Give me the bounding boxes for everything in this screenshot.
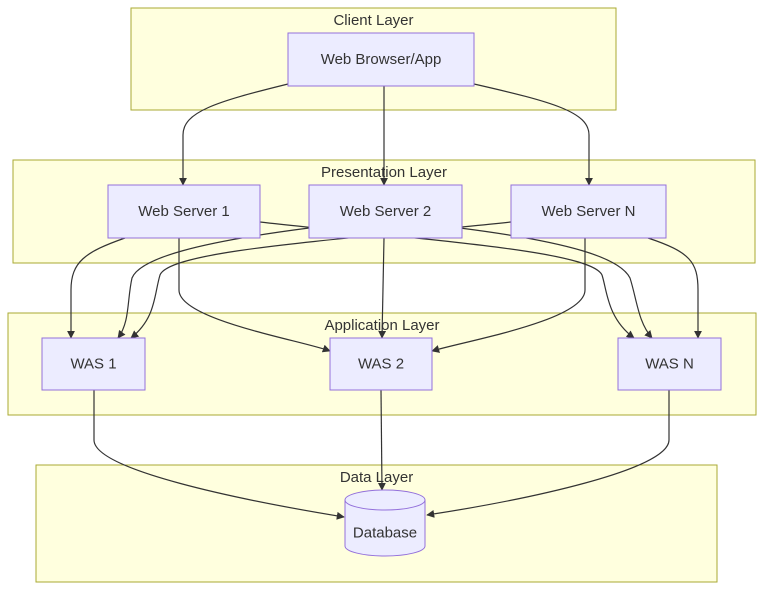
edge-wsn-wasn: [647, 237, 702, 339]
edges: [67, 83, 702, 520]
node-was-2-label: WAS 2: [358, 356, 404, 373]
edge-browser-wsn: [473, 83, 593, 186]
node-web-server-2-label: Web Server 2: [340, 203, 431, 220]
client-layer-label: Client Layer: [333, 12, 413, 29]
edge-was1-db: [93, 390, 345, 520]
edge-ws1-was2: [178, 238, 331, 353]
database-cylinder-icon: [344, 489, 426, 557]
node-web-browser-label: Web Browser/App: [321, 51, 442, 68]
edge-ws2-was1: [117, 227, 310, 339]
node-web-server-1-label: Web Server 1: [138, 203, 229, 220]
node-web-browser: Web Browser/App: [287, 32, 475, 87]
edge-was2-db: [377, 389, 386, 491]
node-was-n-label: WAS N: [645, 356, 694, 373]
node-database-label: Database: [353, 525, 417, 542]
node-was-1: WAS 1: [41, 337, 146, 391]
edge-ws2-was2: [378, 237, 387, 339]
node-was-2: WAS 2: [329, 337, 433, 391]
node-was-n: WAS N: [617, 337, 722, 391]
edge-browser-ws1: [179, 83, 289, 186]
node-web-server-n-label: Web Server N: [542, 203, 636, 220]
node-web-server-n: Web Server N: [510, 184, 667, 239]
node-was-1-label: WAS 1: [70, 356, 116, 373]
node-web-server-2: Web Server 2: [308, 184, 463, 239]
data-layer-label: Data Layer: [340, 469, 413, 486]
node-database: Database: [344, 489, 426, 557]
edge-ws1-was1: [67, 237, 126, 339]
node-web-server-1: Web Server 1: [107, 184, 261, 239]
edge-ws2-wasn: [459, 227, 653, 339]
edge-wsn-was2: [431, 238, 586, 353]
edge-wasn-db: [426, 390, 670, 518]
